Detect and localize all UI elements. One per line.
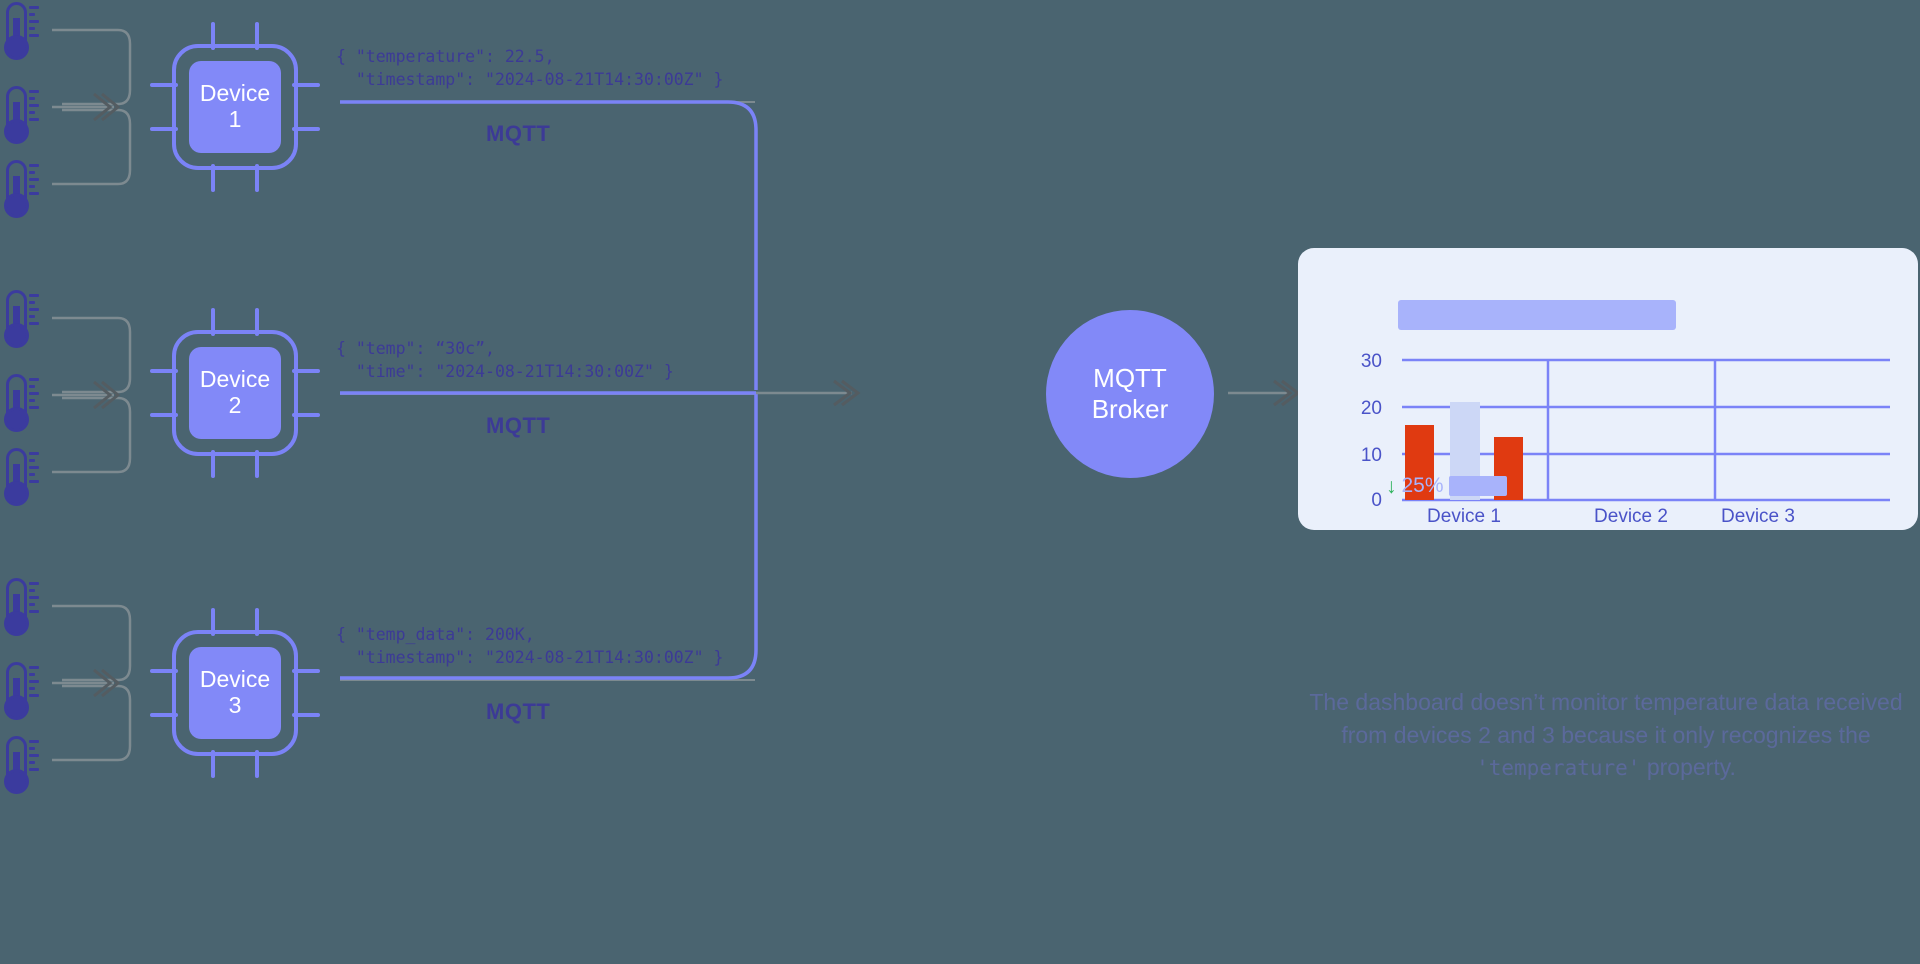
payload-json-device-3: { "temp_data": 200K, "timestamp": "2024-… bbox=[336, 625, 724, 667]
caption-before: The dashboard doesn’t monitor temperatur… bbox=[1309, 689, 1903, 748]
thermometer-icon bbox=[4, 86, 39, 146]
x-axis-tick-device-2: Device 2 bbox=[1594, 506, 1668, 527]
thermometer-icon bbox=[4, 578, 39, 638]
payload-json-device-2: { "temp": “30c”, "time": "2024-08-21T14:… bbox=[336, 339, 674, 381]
x-axis-tick-device-1: Device 1 bbox=[1427, 506, 1501, 527]
thermometer-icon bbox=[4, 2, 39, 62]
legend-percent: 25% bbox=[1401, 474, 1444, 497]
chart-legend: ↓ 25% bbox=[1386, 474, 1507, 498]
mqtt-wire-device-3 bbox=[340, 679, 755, 681]
y-axis-tick-30: 30 bbox=[1360, 351, 1382, 372]
mqtt-rail-device-2 bbox=[336, 388, 766, 398]
caption-after: property. bbox=[1640, 754, 1736, 781]
mqtt-label-device-2: MQTT bbox=[486, 413, 551, 438]
payload-json-device-1: { "temperature": 22.5, "timestamp": "202… bbox=[336, 47, 724, 89]
thermometer-icon bbox=[4, 662, 39, 722]
dashboard-title-placeholder bbox=[1398, 300, 1676, 330]
y-axis-tick-10: 10 bbox=[1360, 445, 1382, 466]
sensor-bracket-device-3 bbox=[52, 600, 132, 766]
mqtt-rail-device-1 bbox=[336, 96, 766, 396]
thermometer-icon bbox=[4, 160, 39, 220]
x-axis-tick-device-3: Device 3 bbox=[1721, 506, 1795, 527]
arrow-to-broker bbox=[756, 378, 866, 408]
legend-placeholder-swatch bbox=[1448, 476, 1507, 496]
broker-label-line1: MQTT bbox=[1093, 362, 1167, 393]
arrow-broker-to-dashboard bbox=[1228, 378, 1308, 408]
thermometer-icon bbox=[4, 290, 39, 350]
mqtt-broker-node[interactable]: MQTT Broker bbox=[1046, 310, 1214, 478]
sensor-bracket-device-1 bbox=[52, 24, 132, 190]
mqtt-rail-device-3 bbox=[336, 392, 766, 684]
mqtt-label-device-3: MQTT bbox=[486, 699, 551, 724]
y-axis-tick-20: 20 bbox=[1360, 398, 1382, 419]
thermometer-icon bbox=[4, 374, 39, 434]
y-axis-tick-0: 0 bbox=[1371, 490, 1382, 511]
thermometer-icon bbox=[4, 448, 39, 508]
sensor-bracket-device-2 bbox=[52, 312, 132, 478]
caption-property-name: 'temperature' bbox=[1476, 756, 1641, 781]
dashboard-card[interactable]: 30 20 10 0 Device 1 Device 2 Device 3 bbox=[1298, 248, 1918, 530]
dashboard-caption: The dashboard doesn’t monitor temperatur… bbox=[1300, 686, 1912, 784]
broker-label-line2: Broker bbox=[1091, 394, 1169, 424]
down-arrow-icon: ↓ bbox=[1386, 474, 1397, 498]
thermometer-icon bbox=[4, 736, 39, 796]
mqtt-label-device-1: MQTT bbox=[486, 121, 551, 146]
